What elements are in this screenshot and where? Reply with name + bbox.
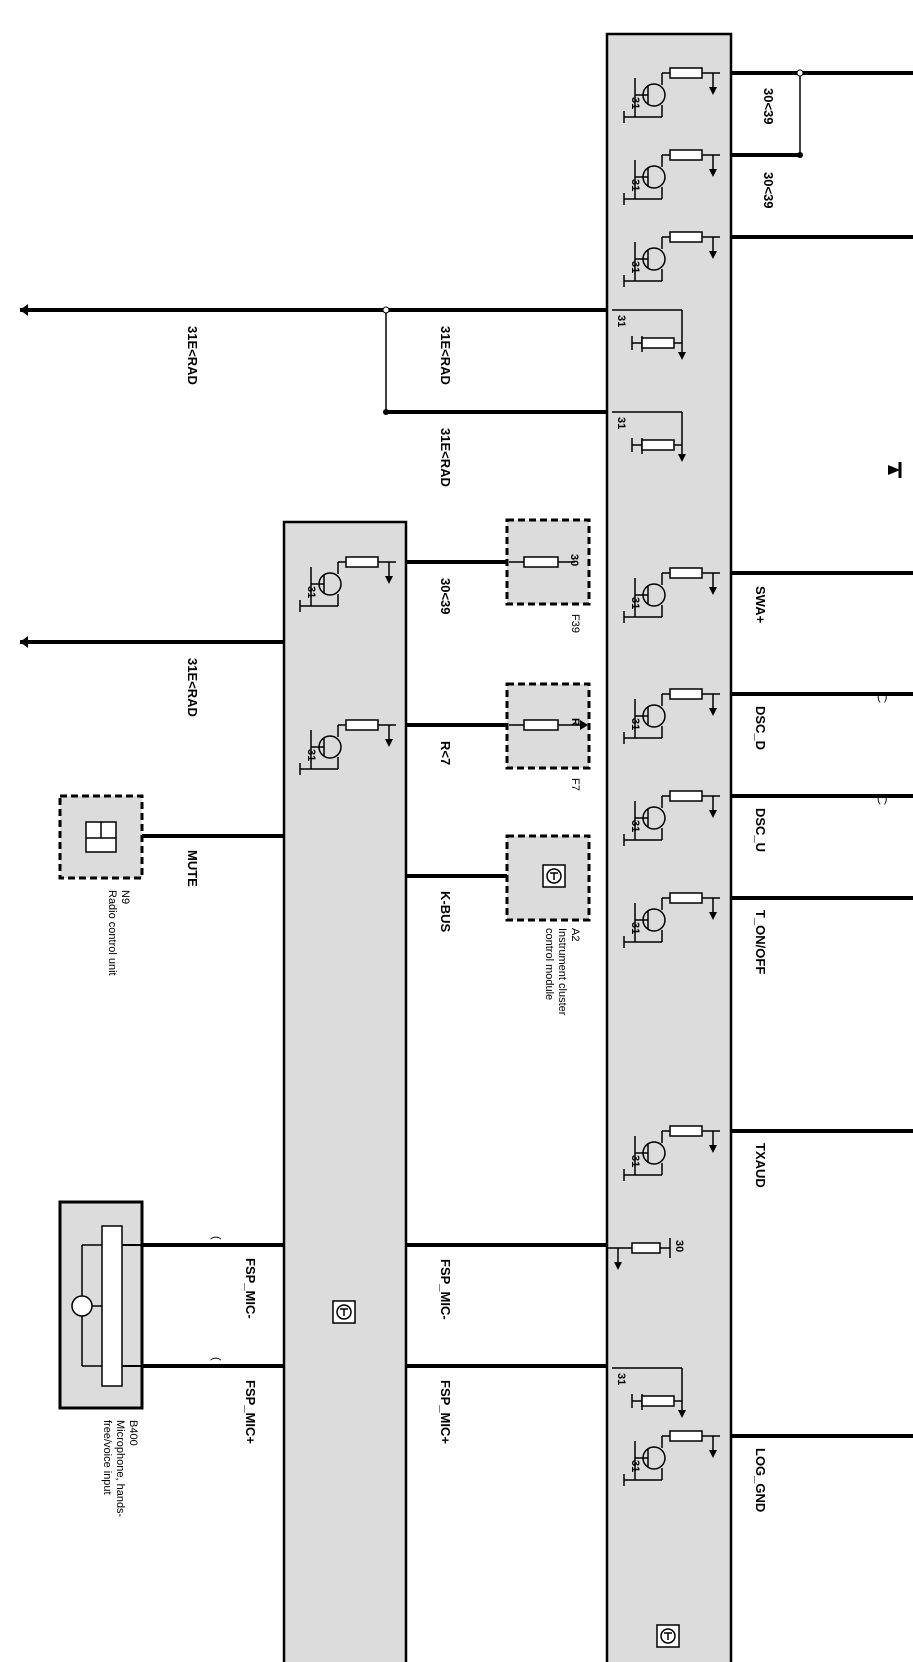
svg-text:30: 30 [673,1240,685,1252]
svg-text:31: 31 [629,1155,641,1167]
svg-text:31: 31 [629,597,641,609]
svg-text:31: 31 [615,315,627,327]
svg-text:DSC_U: DSC_U [753,808,768,852]
n9-radio-control-unit: N9 Radio control unit [58,794,144,976]
svg-text:31E<RAD: 31E<RAD [185,658,200,717]
svg-text:31E<RAD: 31E<RAD [438,428,453,487]
mid-module-box [282,520,408,1662]
mid-wire-labels: 31E<RAD 31E<RAD 30<39 R<7 K-BUS FSP_MIC-… [438,326,453,1444]
svg-text:Instrument cluster: Instrument cluster [556,928,568,1016]
svg-text:T_ON/OFF: T_ON/OFF [753,910,768,974]
svg-text:A2: A2 [569,928,581,941]
svg-text:N9: N9 [119,890,131,904]
svg-text:DSC_D: DSC_D [753,706,768,750]
svg-text:F7: F7 [569,778,581,791]
svg-text:31: 31 [629,820,641,832]
svg-text:31: 31 [615,1373,627,1385]
fuse-f39: 30 F39 [505,518,591,633]
a2-instrument-cluster: A2 Instrument cluster control module [505,834,591,1016]
svg-text:31: 31 [629,922,641,934]
svg-text:LOG_GND: LOG_GND [753,1448,768,1512]
svg-text:free/voice input: free/voice input [101,1420,113,1495]
right-wire-labels: 30<39 30<39 SWA+ DSC_D DSC_U T_ON/OFF TX… [753,88,776,1512]
svg-text:30<39: 30<39 [761,172,776,209]
svg-text:R<7: R<7 [438,741,453,765]
svg-text:30<39: 30<39 [761,88,776,125]
svg-text:30<39: 30<39 [438,578,453,615]
svg-text:31: 31 [629,1460,641,1472]
svg-text:F39: F39 [569,614,581,633]
svg-text:FSP_MIC-: FSP_MIC- [438,1259,453,1320]
left-wire-labels: 31E<RAD 31E<RAD MUTE FSP_MIC- FSP_MIC+ [185,326,258,1444]
svg-text:31E<RAD: 31E<RAD [438,326,453,385]
mid-module-cu-icon [332,1300,356,1324]
svg-text:Microphone, hands-: Microphone, hands- [114,1420,126,1518]
svg-text:31E<RAD: 31E<RAD [185,326,200,385]
ground-labels-main: 31 31 31 31 31 31 31 31 31 31 31 31 30 [615,97,685,1472]
svg-text:31: 31 [615,417,627,429]
main-module-box [605,32,733,1662]
svg-text:TXAUD: TXAUD [753,1143,768,1188]
svg-text:( ): ( ) [210,1236,222,1246]
svg-text:31: 31 [305,749,317,761]
right-wires: ( ) ( ) [731,69,913,1438]
svg-text:K-BUS: K-BUS [438,891,453,932]
svg-text:B400: B400 [127,1420,139,1446]
svg-text:( ): ( ) [877,691,887,703]
ground-labels-mid: 31 31 [305,586,317,761]
svg-text:FSP_MIC+: FSP_MIC+ [243,1380,258,1444]
mid-wires [20,304,607,1368]
supply-stage [607,1238,671,1270]
svg-text:MUTE: MUTE [185,850,200,887]
left-wires: ( ) ( ) [142,834,284,1368]
svg-text:( ): ( ) [877,793,887,805]
svg-text:FSP_MIC+: FSP_MIC+ [438,1380,453,1444]
svg-text:( ): ( ) [210,1357,222,1367]
b400-microphone: B400 Microphone, hands- free/voice input [58,1200,144,1518]
svg-text:Radio control unit: Radio control unit [106,890,118,976]
svg-text:SWA+: SWA+ [753,586,768,624]
svg-text:R: R [569,718,581,726]
svg-text:31: 31 [305,586,317,598]
svg-text:FSP_MIC-: FSP_MIC- [243,1258,258,1319]
svg-text:31: 31 [629,261,641,273]
svg-text:30: 30 [568,554,580,566]
svg-text:control module: control module [543,928,555,1000]
svg-text:31: 31 [629,718,641,730]
svg-text:31: 31 [629,97,641,109]
main-module-cu-icon [656,1624,680,1648]
fuse-f7: R F7 [505,682,591,791]
svg-text:31: 31 [629,179,641,191]
